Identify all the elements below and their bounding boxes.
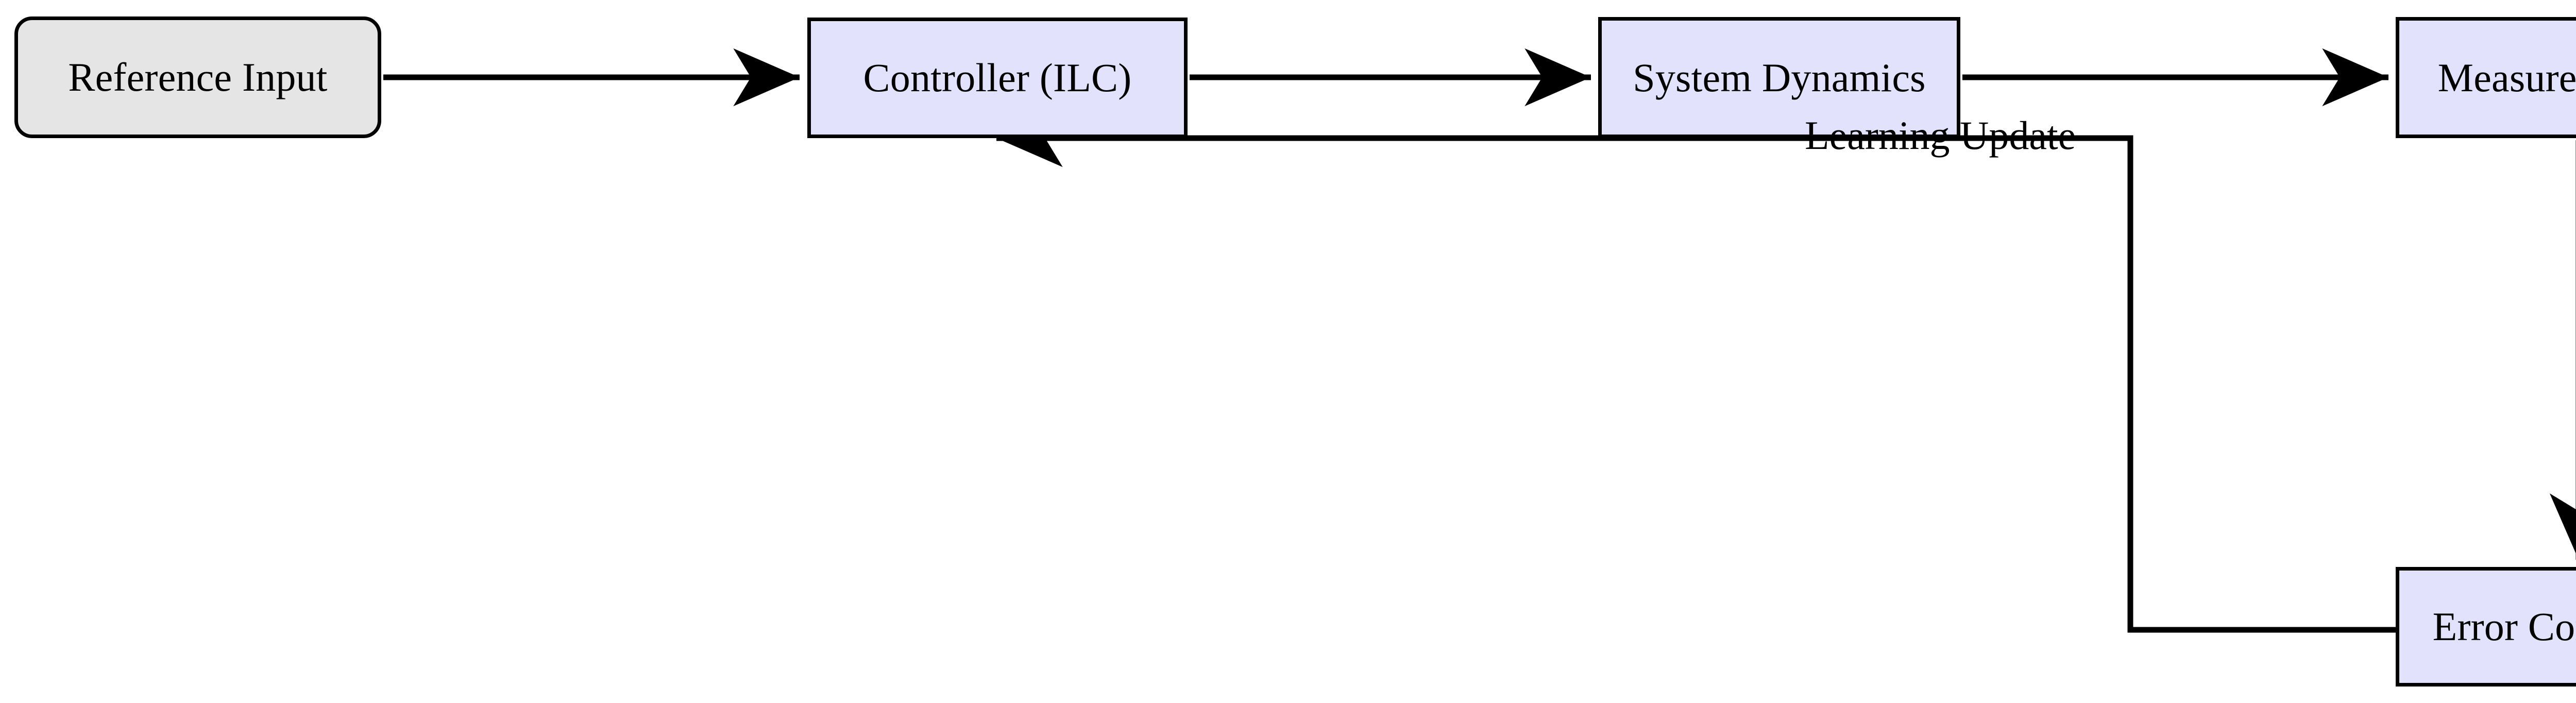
node-controller-ilc[interactable]: Controller (ILC) xyxy=(807,18,1188,138)
connector-error-to-controller-feedback xyxy=(996,109,2396,633)
node-error-computation-label: Error Computation xyxy=(2432,604,2576,649)
node-system-dynamics[interactable]: System Dynamics xyxy=(1598,17,1960,138)
node-measured-output-label: Measured Output xyxy=(2437,55,2576,100)
node-system-dynamics-label: System Dynamics xyxy=(1633,55,1926,100)
node-controller-ilc-label: Controller (ILC) xyxy=(863,55,1132,100)
edge-label-learning-update: Learning Update xyxy=(1805,113,2076,158)
node-reference-input-label: Reference Input xyxy=(68,55,328,99)
node-reference-input[interactable]: Reference Input xyxy=(14,16,381,138)
node-error-computation[interactable]: Error Computation xyxy=(2396,567,2576,687)
node-measured-output[interactable]: Measured Output xyxy=(2396,17,2576,138)
